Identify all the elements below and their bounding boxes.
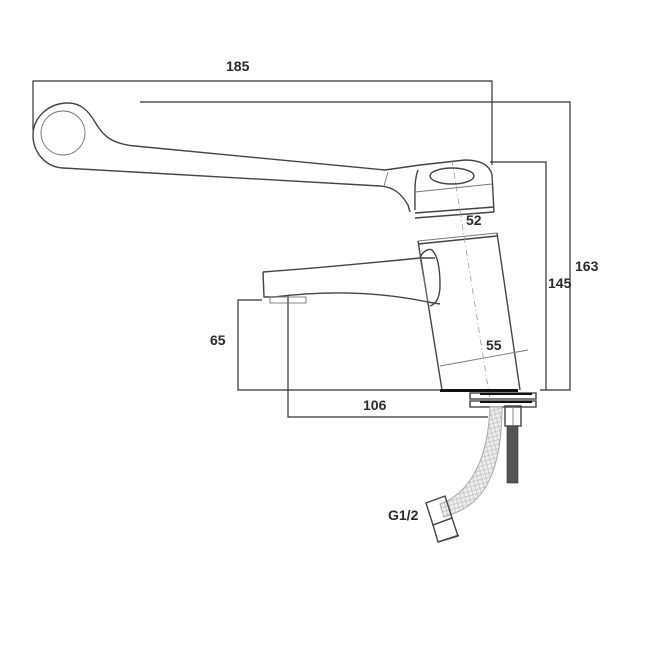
dimension-185 bbox=[32, 80, 493, 165]
dimension-163 bbox=[140, 101, 571, 391]
dim-label-55: 55 bbox=[486, 337, 502, 353]
dim-label-145: 145 bbox=[548, 275, 572, 291]
lever-handle bbox=[32, 102, 421, 213]
dim-label-185: 185 bbox=[226, 58, 250, 74]
dimension-145 bbox=[490, 161, 547, 390]
lever-end-hole bbox=[40, 110, 86, 156]
dim-label-163: 163 bbox=[575, 258, 599, 274]
threaded-rod bbox=[506, 425, 519, 484]
dimension-106 bbox=[287, 295, 488, 418]
dim-label-52: 52 bbox=[466, 212, 482, 228]
dimension-65 bbox=[237, 299, 440, 391]
spout bbox=[262, 248, 441, 307]
cap-indicator bbox=[429, 167, 475, 185]
tap-body bbox=[414, 159, 529, 401]
dim-label-g1-2: G1/2 bbox=[388, 507, 419, 523]
hose-connector-nut bbox=[425, 495, 460, 543]
mounting-assembly bbox=[469, 392, 537, 484]
flexible-hose bbox=[439, 406, 503, 518]
dim-label-65: 65 bbox=[210, 332, 226, 348]
dim-label-106: 106 bbox=[363, 397, 387, 413]
